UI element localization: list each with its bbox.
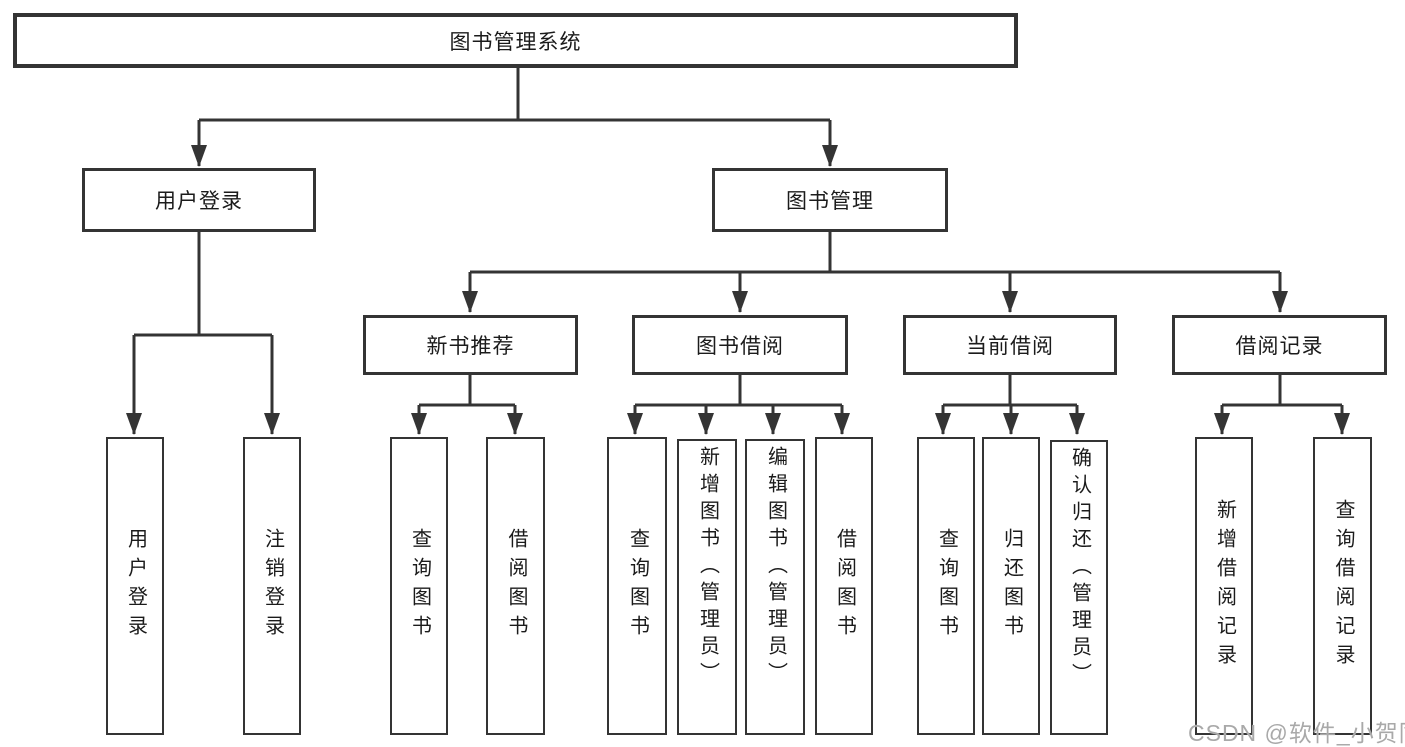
leaf-borrow-books: 借阅图书 — [815, 437, 873, 735]
leaf-label: 借阅图书 — [505, 528, 527, 644]
leaf-label: 借阅图书 — [833, 528, 856, 644]
leaf-logout: 注销登录 — [243, 437, 301, 735]
leaf-borrow-books-recommend: 借阅图书 — [486, 437, 545, 735]
node-label: 图书管理系统 — [449, 30, 582, 54]
node-library-management-system: 图书管理系统 — [13, 13, 1018, 68]
leaf-label: 用户登录 — [124, 528, 147, 644]
leaf-label: 归还图书 — [1000, 528, 1023, 644]
leaf-label: 确认归还（管理员） — [1068, 447, 1091, 690]
leaf-label: 查询图书 — [408, 528, 431, 644]
leaf-query-books-recommend: 查询图书 — [390, 437, 448, 735]
leaf-label: 新增借阅记录 — [1213, 499, 1236, 673]
node-label: 图书管理 — [786, 190, 874, 213]
node-borrowing-records: 借阅记录 — [1172, 315, 1387, 375]
node-book-borrowing: 图书借阅 — [632, 315, 848, 375]
csdn-watermark: CSDN @软件_小贺同学 — [1188, 720, 1405, 746]
node-label: 用户登录 — [155, 190, 243, 213]
leaf-edit-books-admin: 编辑图书（管理员） — [745, 439, 805, 735]
node-book-management: 图书管理 — [712, 168, 948, 232]
leaf-add-books-admin: 新增图书（管理员） — [677, 439, 737, 735]
node-label: 借阅记录 — [1235, 335, 1324, 358]
leaf-user-login: 用户登录 — [106, 437, 164, 735]
leaf-label: 查询图书 — [935, 528, 958, 644]
node-label: 图书借阅 — [696, 335, 784, 358]
leaf-label: 查询借阅记录 — [1332, 499, 1354, 673]
leaf-return-books: 归还图书 — [982, 437, 1040, 735]
leaf-label: 注销登录 — [261, 528, 284, 644]
node-label: 新书推荐 — [426, 335, 515, 358]
node-new-book-recommendation: 新书推荐 — [363, 315, 578, 375]
leaf-query-books-current: 查询图书 — [917, 437, 975, 735]
leaf-label: 查询图书 — [626, 528, 649, 644]
leaf-label: 编辑图书（管理员） — [764, 446, 787, 689]
leaf-query-books-borrowing: 查询图书 — [607, 437, 667, 735]
leaf-query-borrowing-record: 查询借阅记录 — [1313, 437, 1372, 735]
node-current-borrowing: 当前借阅 — [903, 315, 1117, 375]
node-user-login: 用户登录 — [82, 168, 316, 232]
leaf-label: 新增图书（管理员） — [696, 446, 719, 689]
leaf-confirm-return-admin: 确认归还（管理员） — [1050, 440, 1108, 735]
node-label: 当前借阅 — [966, 335, 1054, 358]
leaf-add-borrowing-record: 新增借阅记录 — [1195, 437, 1253, 735]
